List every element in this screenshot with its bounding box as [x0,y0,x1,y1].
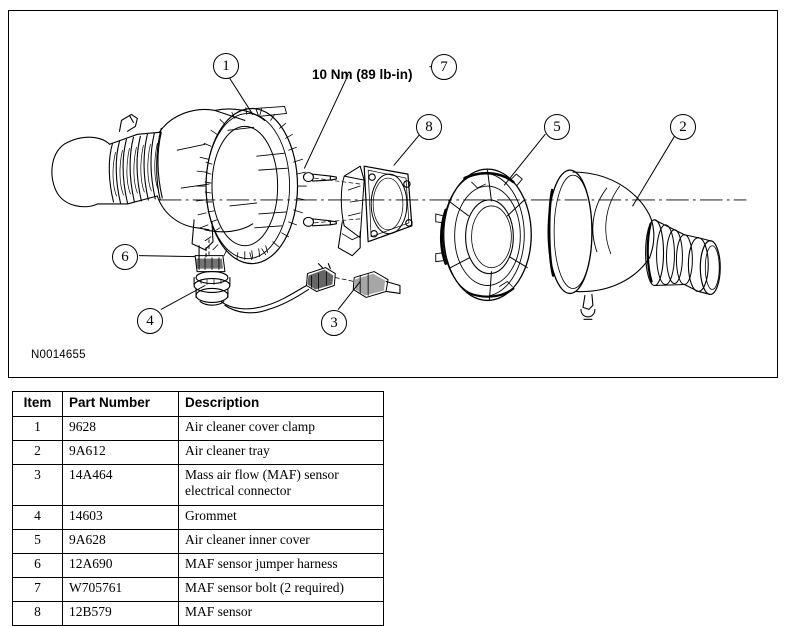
parts-table-body: 1 9628 Air cleaner cover clamp 2 9A612 A… [12,416,384,626]
cell-description: MAF sensor jumper harness [178,553,384,578]
table-row: 7 W705761 MAF sensor bolt (2 required) [12,577,384,602]
cell-part-number: 9628 [62,416,179,441]
cell-description: Grommet [178,505,384,530]
callout-4[interactable]: 4 [137,308,163,334]
callout-7[interactable]: 7 [431,54,457,80]
cell-item: 8 [12,601,63,626]
cell-part-number: 14603 [62,505,179,530]
exploded-view-diagram-panel: 10 Nm (89 lb-in) N0014655 1 7 8 5 2 6 4 … [8,10,778,378]
cell-item: 5 [12,529,63,554]
air-cleaner-inner-cover [435,168,532,302]
callout-leader-lines [138,66,675,310]
cell-description: Air cleaner inner cover [178,529,384,554]
table-row: 5 9A628 Air cleaner inner cover [12,529,384,554]
table-row: 8 12B579 MAF sensor [12,601,384,626]
cell-item: 3 [12,464,63,506]
cell-description: Mass air flow (MAF) sensor electrical co… [178,464,384,506]
cell-part-number: 14A464 [62,464,179,506]
maf-jumper-harness [194,239,226,273]
air-cleaner-exploded-drawing [51,66,747,320]
callout-5[interactable]: 5 [544,114,570,140]
table-row: 6 12A690 MAF sensor jumper harness [12,553,384,578]
callout-2[interactable]: 2 [670,114,696,140]
cell-description: Air cleaner tray [178,440,384,465]
callout-8[interactable]: 8 [416,114,442,140]
column-header-description: Description [178,391,384,417]
cell-part-number: 9A628 [62,529,179,554]
maf-sensor-housing [337,165,413,257]
callout-6[interactable]: 6 [112,244,138,270]
cell-part-number: 9A612 [62,440,179,465]
callout-1[interactable]: 1 [213,53,239,79]
air-cleaner-cover-clamp-ring [195,106,307,265]
parts-table-container: Item Part Number Description 1 9628 Air … [12,391,384,626]
table-row: 3 14A464 Mass air flow (MAF) sensor elec… [12,464,384,506]
torque-specification-note: 10 Nm (89 lb-in) [312,67,413,82]
cell-item: 4 [12,505,63,530]
column-header-part-number: Part Number [62,391,179,417]
cell-description: MAF sensor [178,601,384,626]
table-row: 4 14603 Grommet [12,505,384,530]
intake-bellows-hose [51,113,163,208]
table-header-row: Item Part Number Description [12,391,384,417]
table-row: 1 9628 Air cleaner cover clamp [12,416,384,441]
parts-table: Item Part Number Description 1 9628 Air … [12,391,384,626]
cell-item: 7 [12,577,63,602]
cell-item: 1 [12,416,63,441]
air-cleaner-tray [547,169,721,320]
maf-sensor-bolts [302,172,361,227]
cell-item: 2 [12,440,63,465]
maf-harness-cable [220,284,310,314]
cell-part-number: W705761 [62,577,179,602]
table-row: 2 9A612 Air cleaner tray [12,440,384,465]
cell-item: 6 [12,553,63,578]
column-header-item: Item [12,391,63,417]
maf-electrical-connector [305,263,401,298]
air-cleaner-cover-body [156,108,266,261]
cell-description: Air cleaner cover clamp [178,416,384,441]
callout-3[interactable]: 3 [321,310,347,336]
cell-part-number: 12A690 [62,553,179,578]
cell-part-number: 12B579 [62,601,179,626]
drawing-identifier: N0014655 [31,349,86,361]
cell-description: MAF sensor bolt (2 required) [178,577,384,602]
